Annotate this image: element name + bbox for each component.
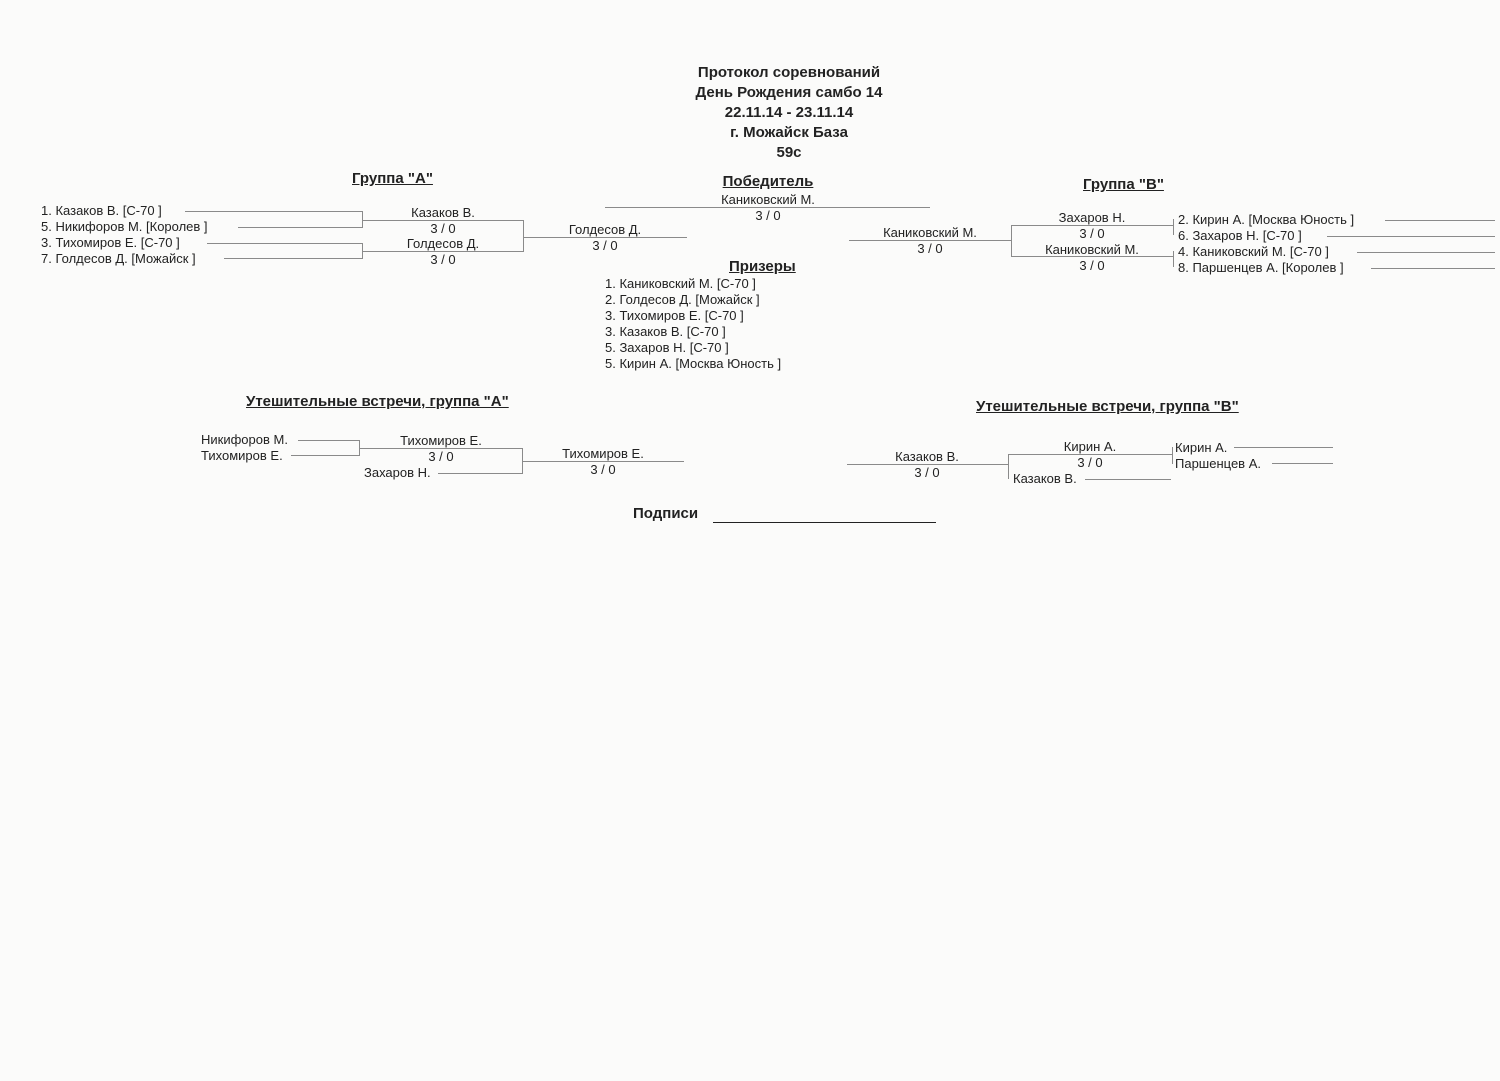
bracket-line [523,220,524,251]
bracket-line [849,240,1012,241]
group-b-entry: 8. Паршенцев А. [Королев ] [1178,260,1344,275]
consolation-winner: Тихомиров Е. [562,446,644,461]
consolation-entry: Казаков В. [1013,471,1077,486]
match-score: 3 / 0 [430,221,456,236]
header-location: г. Можайск База [730,124,848,141]
bracket-line [238,227,363,228]
header-title: Протокол соревнований [697,64,881,81]
group-b-title: Группа "В" [1083,176,1164,193]
bracket-line [1008,454,1009,479]
bracket-line [360,448,523,449]
group-final-winner: Каниковский М. [883,225,977,240]
group-final-score: 3 / 0 [592,238,618,253]
bracket-line [1234,447,1333,448]
winner-score: 3 / 0 [755,208,781,223]
match-winner: Голдесов Д. [406,236,480,251]
group-final-winner: Голдесов Д. [568,222,642,237]
bracket-line [363,251,524,252]
consolation-entry: Тихомиров Е. [201,448,283,463]
bracket-line [1173,219,1174,235]
bracket-line [1272,463,1333,464]
signature-label: Подписи [633,505,699,522]
bracket-line [1011,225,1173,226]
bracket-line [1172,447,1173,464]
bracket-line [524,237,687,238]
consolation-a-title: Утешительные встречи, группа "А" [246,393,509,410]
group-a-entry: 1. Казаков В. [С-70 ] [41,203,162,218]
consolation-entry: Паршенцев А. [1175,456,1261,471]
header-dates: 22.11.14 - 23.11.14 [724,104,854,121]
bracket-line [291,455,360,456]
winner-name: Каниковский М. [721,192,815,207]
group-final-score: 3 / 0 [917,241,943,256]
bracket-line [438,473,523,474]
match-score: 3 / 0 [430,252,456,267]
consolation-score: 3 / 0 [914,465,940,480]
bracket-line [1085,479,1171,480]
prize-item: 3. Казаков В. [С-70 ] [605,324,726,339]
prize-item: 1. Каниковский М. [С-70 ] [605,276,756,291]
match-score: 3 / 0 [1077,455,1103,470]
prize-item: 2. Голдесов Д. [Можайск ] [605,292,760,307]
match-score: 3 / 0 [1079,226,1105,241]
bracket-line [1371,268,1495,269]
match-winner: Тихомиров Е. [400,433,482,448]
match-winner: Кирин А. [1063,439,1117,454]
group-a-entry: 3. Тихомиров Е. [С-70 ] [41,235,180,250]
consolation-winner: Казаков В. [895,449,959,464]
consolation-entry: Никифоров М. [201,432,288,447]
bracket-line [362,211,363,227]
bracket-line [1173,251,1174,267]
match-winner: Каниковский М. [1045,242,1139,257]
group-a-entry: 5. Никифоров М. [Королев ] [41,219,208,234]
group-b-entry: 4. Каниковский М. [С-70 ] [1178,244,1329,259]
bracket-line [185,211,363,212]
group-a-entry: 7. Голдесов Д. [Можайск ] [41,251,196,266]
bracket-line [207,243,363,244]
bracket-line [363,220,524,221]
winner-title: Победитель [722,173,814,190]
bracket-line [605,207,930,208]
match-winner: Казаков В. [411,205,475,220]
consolation-entry: Кирин А. [1175,440,1228,455]
match-score: 3 / 0 [428,449,454,464]
protocol-header: Протокол соревнований День Рождения самб… [589,63,989,163]
signature-line [713,522,936,523]
match-score: 3 / 0 [1079,258,1105,273]
bracket-line [847,464,1009,465]
header-weight: 59с [776,144,802,161]
bracket-line [1327,236,1495,237]
group-a-title: Группа "А" [352,170,433,187]
prize-item: 5. Захаров Н. [С-70 ] [605,340,729,355]
prize-item: 5. Кирин А. [Москва Юность ] [605,356,782,371]
prizes-title: Призеры [729,258,796,275]
bracket-line [224,258,363,259]
bracket-line [359,440,360,455]
prize-item: 3. Тихомиров Е. [С-70 ] [605,308,744,323]
match-winner: Захаров Н. [1058,210,1126,225]
bracket-line [523,461,684,462]
bracket-line [1011,225,1012,256]
bracket-line [1357,252,1495,253]
consolation-entry: Захаров Н. [364,465,431,480]
group-b-entry: 6. Захаров Н. [С-70 ] [1178,228,1302,243]
bracket-line [1008,454,1172,455]
group-b-entry: 2. Кирин А. [Москва Юность ] [1178,212,1355,227]
consolation-b-title: Утешительные встречи, группа "В" [976,398,1239,415]
bracket-line [298,440,360,441]
bracket-line [522,448,523,473]
consolation-score: 3 / 0 [590,462,616,477]
bracket-line [362,243,363,258]
bracket-line [1385,220,1495,221]
header-event: День Рождения самбо 14 [695,84,883,101]
bracket-line [1011,256,1173,257]
